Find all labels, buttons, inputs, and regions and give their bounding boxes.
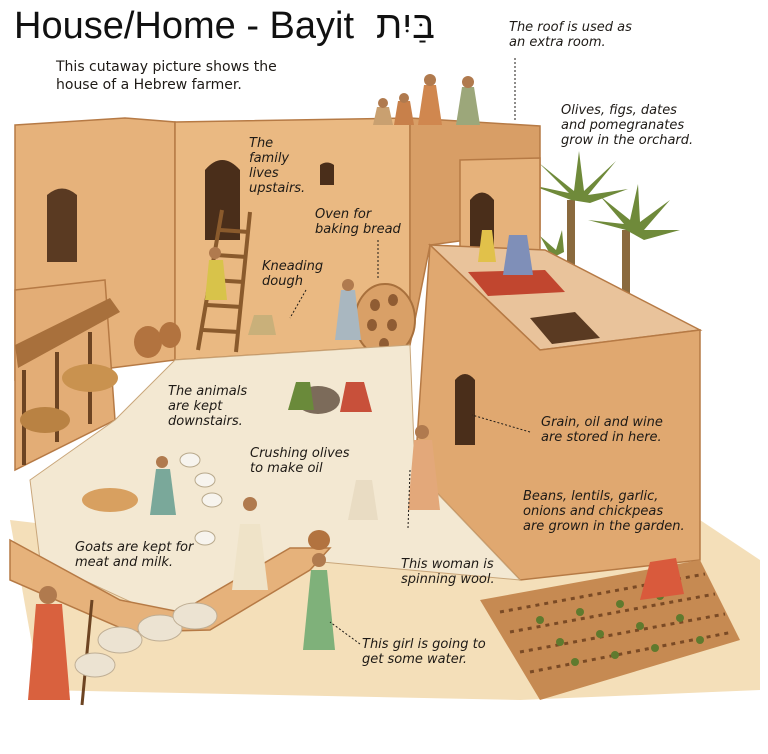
label-orchard: Olives, figs, dates and pomegranates gro…	[561, 103, 694, 148]
page-title: House/Home - Bayit בַּיִת	[14, 5, 435, 48]
intro-text: This cutaway picture shows the house of …	[56, 59, 277, 93]
leader-lines	[289, 58, 531, 645]
orchard-palms	[528, 151, 680, 310]
label-animals: The animals are kept downstairs.	[168, 384, 248, 429]
label-garden: Beans, lentils, garlic, onions and chick…	[523, 489, 685, 534]
people-figures	[28, 74, 684, 706]
label-kneading: Kneading dough	[262, 259, 324, 289]
left-wall-window	[47, 188, 77, 262]
label-family-upstairs: The family lives upstairs.	[249, 136, 306, 196]
roof-hatch	[530, 312, 600, 344]
small-window	[320, 162, 334, 185]
upstairs-doorway	[205, 160, 240, 240]
storeroom-door	[455, 374, 475, 445]
roof-rug	[468, 270, 565, 296]
stable-roof	[15, 298, 120, 368]
label-crushing-olives: Crushing olives to make oil	[250, 446, 350, 476]
hebrew-word: בַּיִת	[376, 5, 435, 47]
label-goats: Goats are kept for meat and milk.	[75, 540, 194, 570]
label-water-girl: This girl is going to get some water.	[362, 637, 486, 667]
sheep-flock	[74, 602, 218, 678]
storage-jars	[134, 322, 181, 358]
courtyard	[29, 344, 522, 621]
label-roof: The roof is used as an extra room.	[509, 20, 632, 50]
geese	[179, 452, 223, 546]
label-spinning: This woman is spinning wool.	[401, 557, 495, 587]
title-text: House/Home - Bayit	[14, 5, 355, 47]
label-storeroom: Grain, oil and wine are stored in here.	[541, 415, 663, 445]
cattle	[20, 364, 118, 433]
label-oven: Oven for baking bread	[315, 207, 401, 237]
